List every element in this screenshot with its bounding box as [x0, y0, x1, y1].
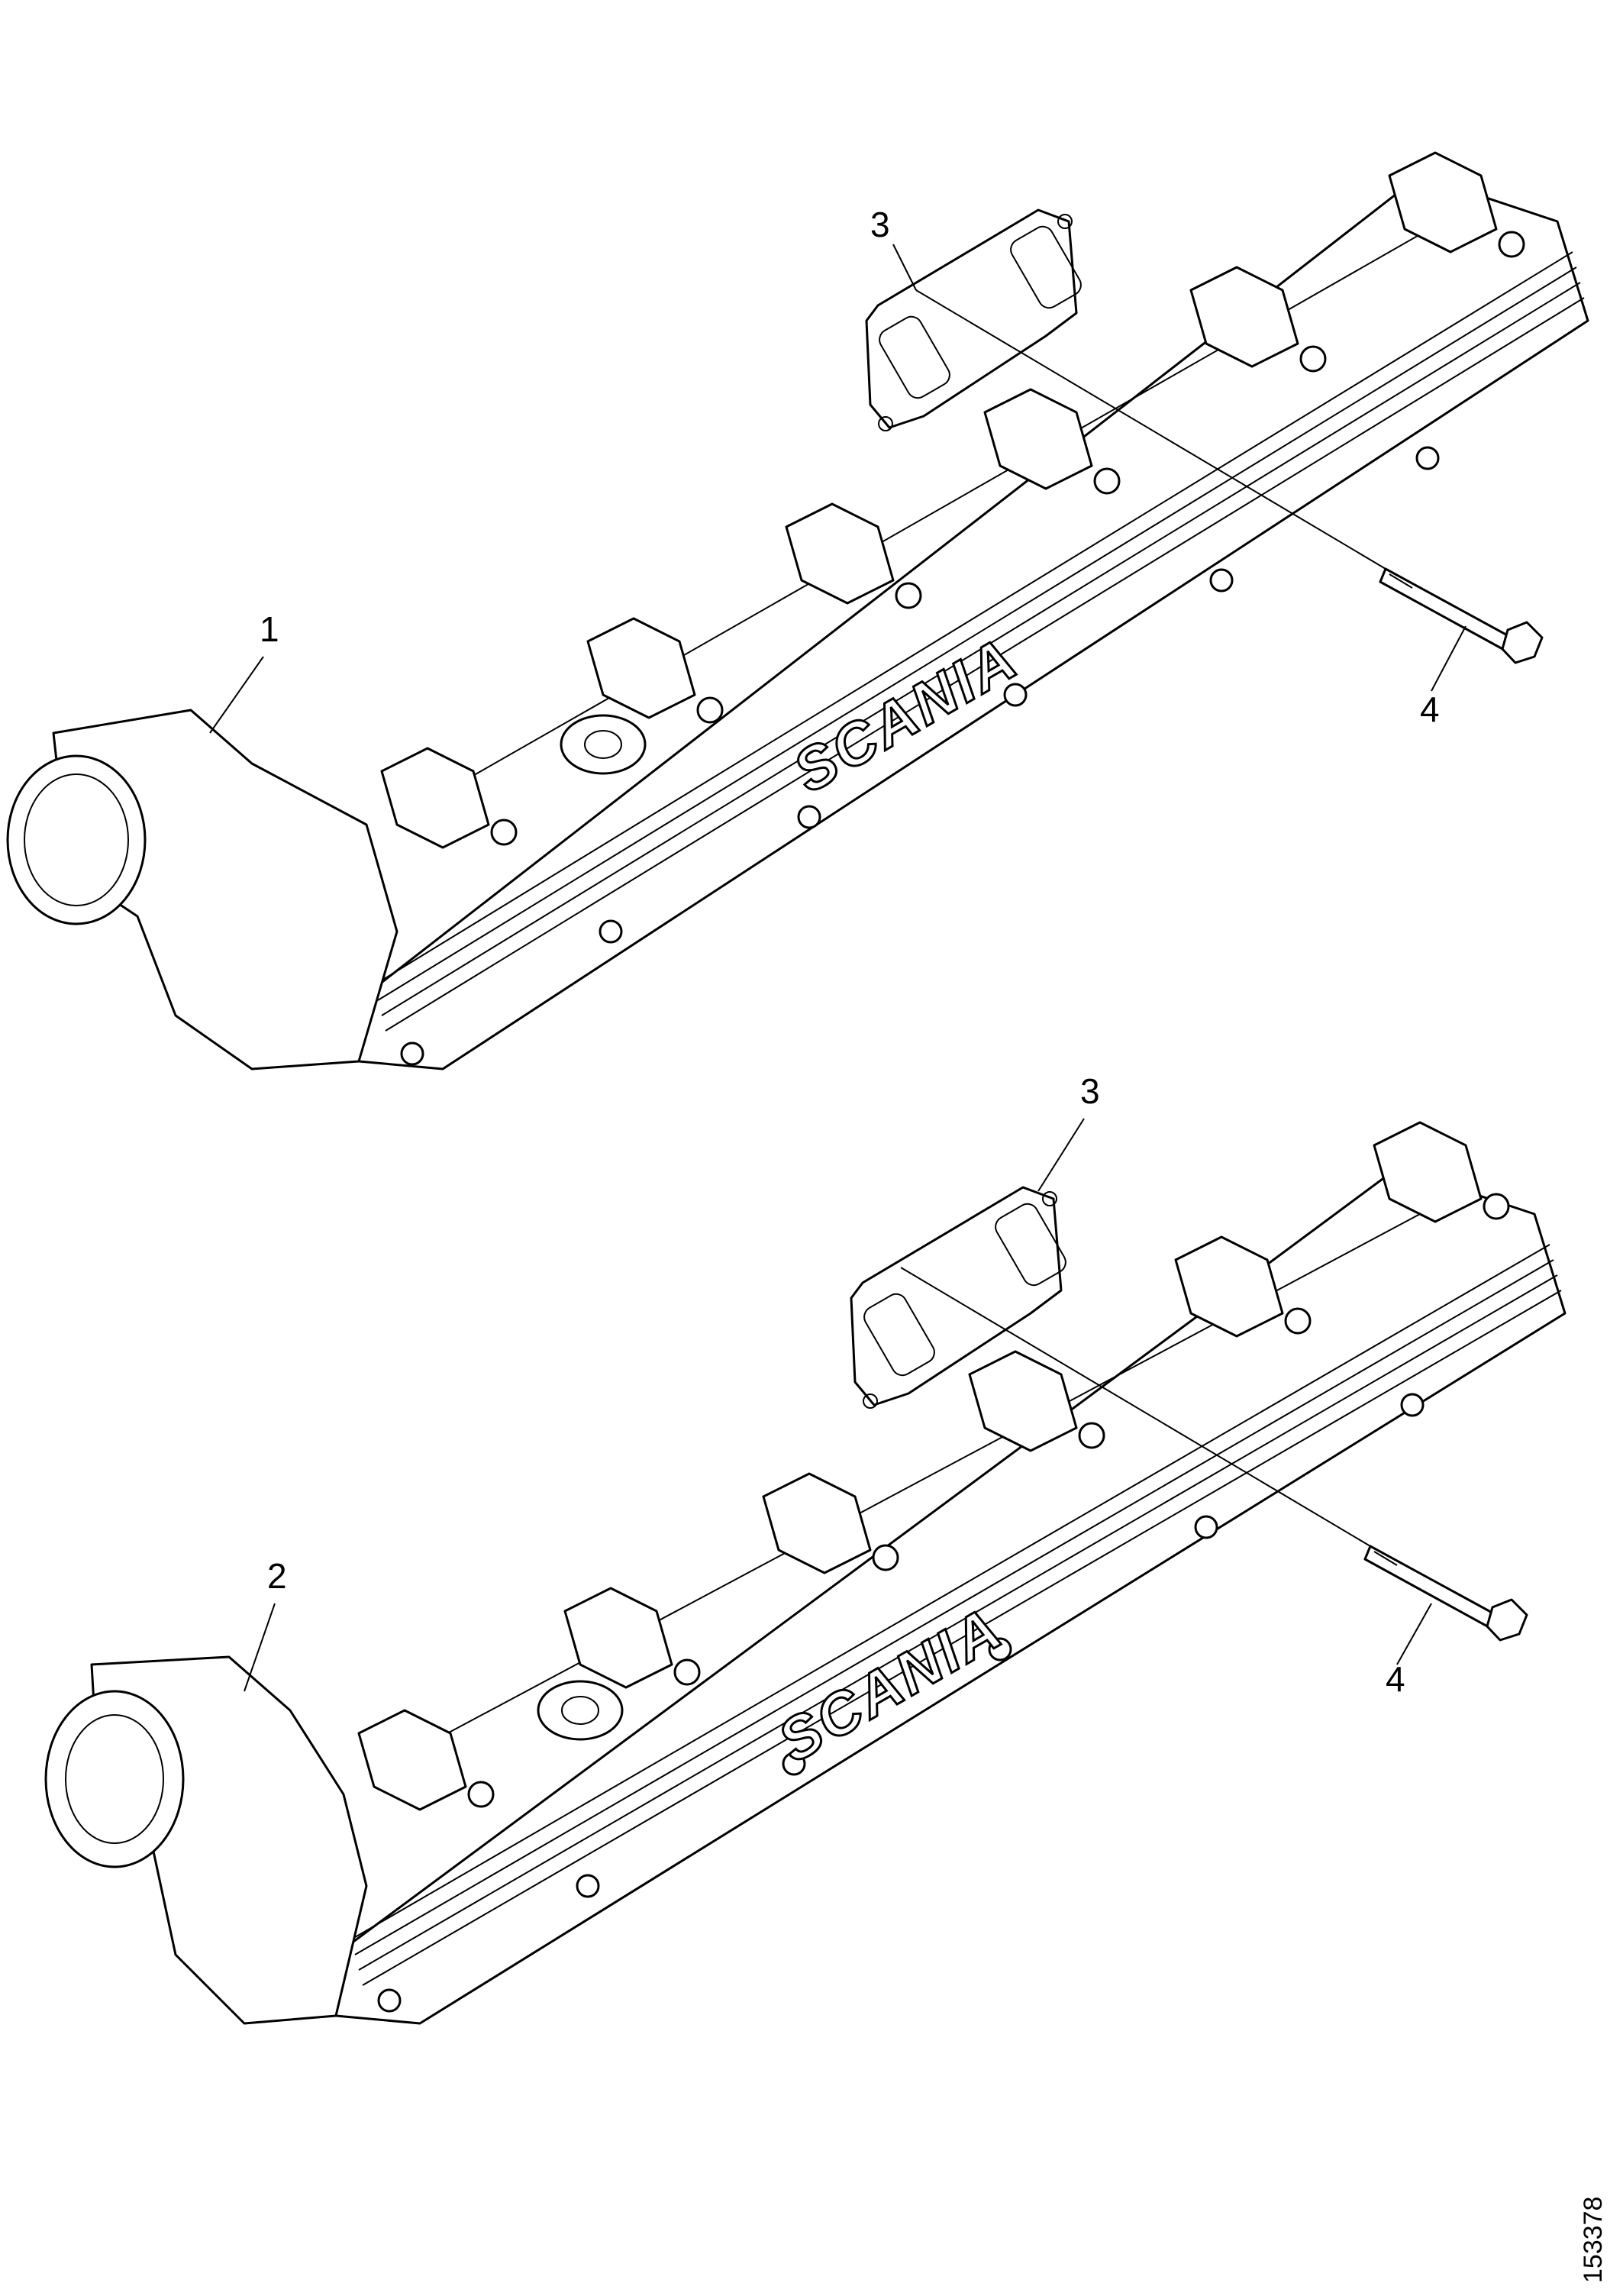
assembly-axis-lower — [900, 1267, 1371, 1547]
callouts: 1 2 3 3 4 4 — [260, 205, 1440, 1699]
bolt-4-lower — [1363, 1545, 1528, 1642]
leader-1 — [209, 656, 264, 734]
callout-2: 2 — [267, 1556, 287, 1596]
gasket-3-upper — [865, 208, 1082, 431]
gasket-3-lower — [850, 1186, 1066, 1409]
callout-1: 1 — [260, 609, 279, 649]
callout-4-upper: 4 — [1420, 689, 1440, 729]
callout-4-lower: 4 — [1386, 1659, 1405, 1699]
leader-2 — [244, 1603, 276, 1692]
leader-3-lower — [1037, 1118, 1085, 1192]
runner-blocks-1 — [380, 151, 1498, 849]
exhaust-manifold-1: SCANIA — [6, 151, 1589, 1070]
callout-3-upper: 3 — [870, 205, 890, 244]
document-number: 153378 — [1579, 2197, 1608, 2283]
callout-3-lower: 3 — [1080, 1071, 1100, 1111]
leader-3-upper — [892, 244, 917, 291]
leader-4-upper — [1431, 625, 1467, 692]
bolt-bosses-1 — [400, 231, 1525, 1066]
runner-blocks-2 — [357, 1121, 1483, 1811]
bolt-bosses-2 — [377, 1193, 1510, 2013]
bolt-4-upper — [1379, 567, 1544, 664]
assembly-axis-upper — [915, 289, 1386, 570]
leader-4-lower — [1396, 1603, 1432, 1665]
leader-lines — [209, 244, 1467, 1692]
